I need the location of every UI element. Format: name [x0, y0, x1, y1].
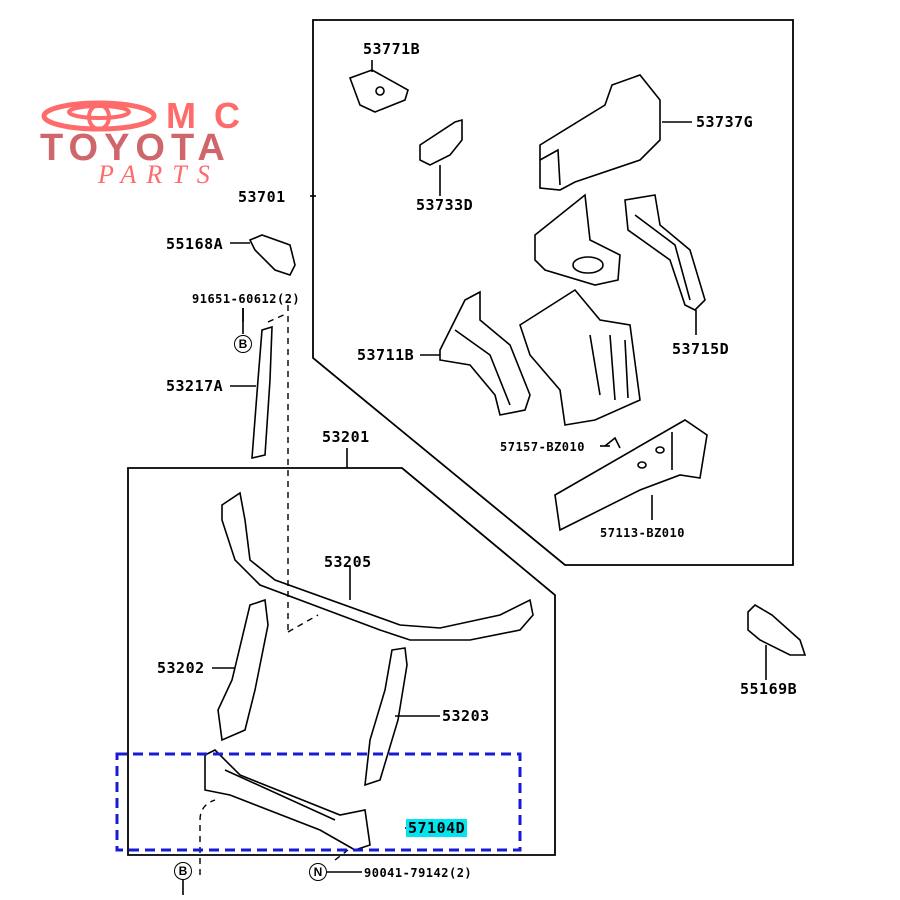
callout-n-icon: N [309, 863, 327, 881]
part-53715D-shape [624, 194, 706, 335]
omc-toyota-parts-watermark: MC TOYOTA PARTS [38, 98, 358, 188]
part-label-57113-BZ010[interactable]: 57113-BZ010 [600, 526, 685, 540]
callout-b-upper-icon: B [234, 335, 252, 353]
watermark-toyota: TOYOTA [40, 127, 231, 169]
watermark-parts: PARTS [98, 160, 220, 189]
part-53771B-shape [348, 60, 409, 113]
part-label-53205[interactable]: 53205 [324, 553, 372, 571]
selection-box[interactable] [115, 752, 522, 852]
part-53733D-shape [419, 118, 463, 196]
part-53711B-shape [420, 290, 531, 416]
part-label-53737G[interactable]: 53737G [696, 113, 754, 131]
part-57113-BZ010-shape [554, 419, 708, 532]
part-label-53201[interactable]: 53201 [322, 428, 370, 446]
part-53737G-shape [539, 74, 692, 191]
reference-dashed-lines [199, 305, 349, 875]
part-label-53203[interactable]: 53203 [442, 707, 490, 725]
part-label-91651-60612[interactable]: 91651-60612(2) [192, 292, 301, 306]
part-57104D-shape [204, 749, 371, 851]
part-label-53771B[interactable]: 53771B [363, 40, 421, 58]
part-label-57104D-highlighted[interactable]: 57104D [406, 819, 468, 837]
part-55169B-shape [747, 603, 807, 680]
part-53205-shape [221, 491, 534, 641]
part-label-53217A[interactable]: 53217A [166, 377, 224, 395]
callout-b-lower-icon: B [174, 862, 192, 880]
watermark-mc: MC [166, 95, 258, 136]
part-label-53733D[interactable]: 53733D [416, 196, 474, 214]
part-label-55169B[interactable]: 55169B [740, 680, 798, 698]
part-label-53711B[interactable]: 53711B [357, 346, 415, 364]
part-53203-shape [364, 647, 440, 787]
group-bracket-53201 [127, 448, 556, 856]
part-label-55168A[interactable]: 55168A [166, 235, 224, 253]
part-label-53202[interactable]: 53202 [157, 659, 205, 677]
part-57157-BZ010-shape [600, 436, 621, 449]
part-label-53715D[interactable]: 53715D [672, 340, 730, 358]
part-label-90041-79142[interactable]: 90041-79142(2) [364, 866, 473, 880]
part-53202-shape [212, 598, 269, 742]
part-wheelhouse-lower-shape [519, 288, 641, 426]
part-label-57157-BZ010[interactable]: 57157-BZ010 [500, 440, 585, 454]
part-label-53701[interactable]: 53701 [238, 188, 286, 206]
group-bracket-53701 [310, 19, 794, 566]
part-wheelhouse-upper-shape [534, 193, 621, 286]
toyota-emblem-icon [41, 100, 157, 132]
part-53217A-shape [230, 308, 273, 460]
part-55168A-shape [230, 234, 296, 276]
